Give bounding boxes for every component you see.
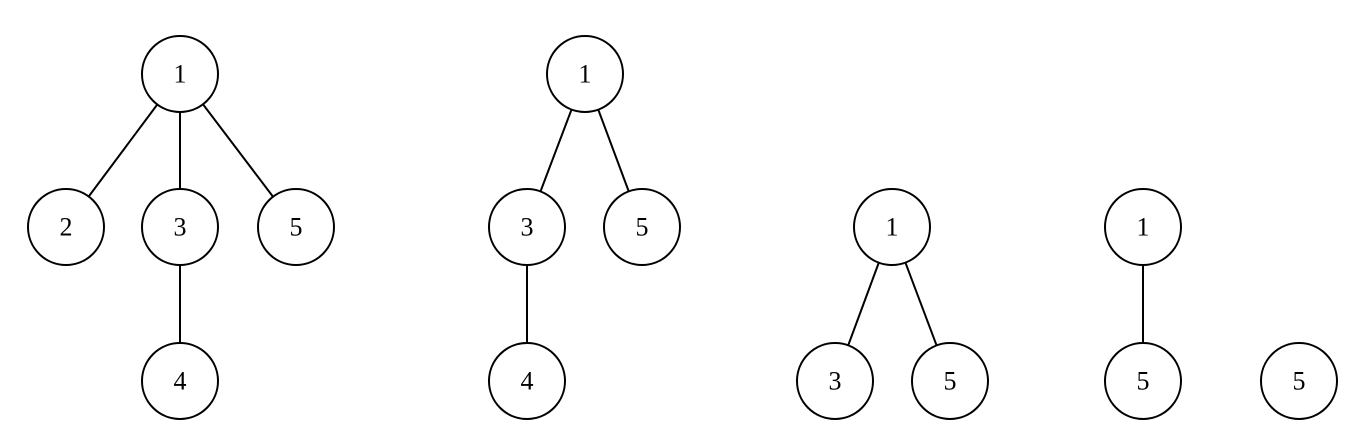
node-label: 1	[886, 213, 899, 242]
node-label: 5	[944, 367, 957, 396]
node-label: 5	[1137, 367, 1150, 396]
node-tree4-5: 5	[1104, 342, 1182, 420]
node-tree2-4: 4	[488, 342, 566, 420]
node-circle	[1104, 188, 1182, 266]
node-circle	[257, 188, 335, 266]
node-label: 3	[829, 367, 842, 396]
node-tree2-5: 5	[603, 188, 681, 266]
node-circle	[911, 342, 989, 420]
node-tree5-5: 5	[1260, 342, 1338, 420]
node-circle	[27, 188, 105, 266]
edge-tree1-a1-a5	[202, 103, 274, 198]
edge-tree3-c1-c5	[904, 262, 938, 346]
edge-tree2-b1-b3	[539, 109, 573, 192]
edge-tree2-b1-b5	[597, 109, 630, 192]
node-tree3-3: 3	[796, 342, 874, 420]
node-circle	[141, 342, 219, 420]
node-label: 3	[521, 213, 534, 242]
node-tree1-5: 5	[257, 188, 335, 266]
edge-tree3-c1-c3	[847, 262, 880, 346]
node-circle	[546, 35, 624, 113]
node-label: 4	[174, 367, 187, 396]
node-circle	[853, 188, 931, 266]
node-circle	[796, 342, 874, 420]
node-tree1-3: 3	[141, 188, 219, 266]
node-label: 1	[579, 60, 592, 89]
node-tree2-3: 3	[488, 188, 566, 266]
node-tree1-2: 2	[27, 188, 105, 266]
edges-layer	[87, 103, 1144, 346]
node-circle	[141, 188, 219, 266]
node-label: 3	[174, 213, 187, 242]
node-label: 5	[290, 213, 303, 242]
nodes-layer: 1 2 3 5 4 1 3 5 4 1 3 5 1 5 5	[27, 35, 1338, 420]
node-label: 5	[1293, 367, 1306, 396]
node-tree3-5: 5	[911, 342, 989, 420]
node-circle	[1104, 342, 1182, 420]
node-label: 1	[1137, 213, 1150, 242]
node-circle	[1260, 342, 1338, 420]
node-tree1-1: 1	[141, 35, 219, 113]
node-label: 5	[636, 213, 649, 242]
node-circle	[488, 188, 566, 266]
node-circle	[603, 188, 681, 266]
node-tree2-1: 1	[546, 35, 624, 113]
node-label: 4	[521, 367, 534, 396]
edge-tree1-a1-a2	[87, 103, 159, 198]
node-circle	[488, 342, 566, 420]
node-label: 2	[60, 213, 73, 242]
node-tree1-4: 4	[141, 342, 219, 420]
node-tree4-1: 1	[1104, 188, 1182, 266]
node-circle	[141, 35, 219, 113]
node-label: 1	[174, 60, 187, 89]
node-tree3-1: 1	[853, 188, 931, 266]
